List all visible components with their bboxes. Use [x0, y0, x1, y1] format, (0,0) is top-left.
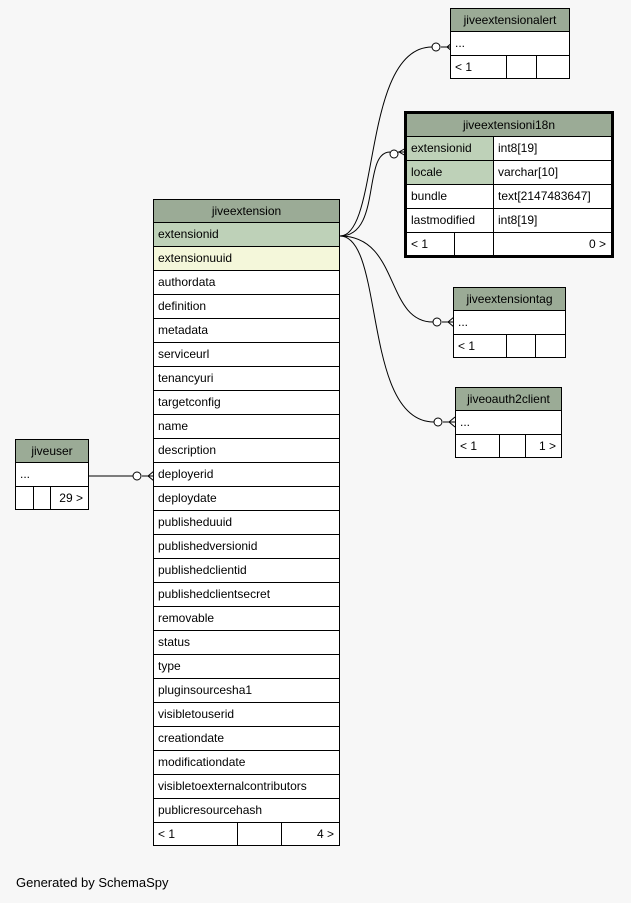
table-title: jiveoauth2client — [456, 388, 561, 411]
parents-count[interactable]: < 1 — [451, 56, 507, 78]
table-row: publisheduuid — [154, 511, 339, 535]
column-type: text[2147483647] — [498, 189, 591, 203]
relation-marker-oauth — [433, 417, 443, 427]
columns-count — [238, 823, 282, 845]
relation-line-tag — [339, 235, 434, 323]
table-row: deployerid — [154, 463, 339, 487]
table-row: name — [154, 415, 339, 439]
table-row: ... — [456, 411, 561, 435]
table-row: extensionuuid — [154, 247, 339, 271]
children-count[interactable]: 1 > — [538, 439, 556, 453]
table-jiveextensionalert[interactable]: jiveextensionalert ... < 1 — [450, 8, 570, 79]
table-row: ... — [454, 311, 565, 335]
table-row: modificationdate — [154, 751, 339, 775]
table-title: jiveextension — [154, 200, 339, 223]
table-row: creationdate — [154, 727, 339, 751]
table-row: extensionid — [154, 223, 339, 247]
table-row: serviceurl — [154, 343, 339, 367]
table-jiveextensiontag[interactable]: jiveextensiontag ... < 1 — [453, 287, 566, 358]
relation-marker-user — [132, 471, 142, 481]
relation-marker-tag — [432, 317, 442, 327]
table-row: ... — [451, 32, 569, 56]
table-footer: < 1 — [454, 335, 565, 357]
table-jiveextension[interactable]: jiveextension extensionid extensionuuid … — [153, 199, 340, 846]
table-row: visibletoexternalcontributors — [154, 775, 339, 799]
table-row: pluginsourcesha1 — [154, 679, 339, 703]
table-row: publishedclientsecret — [154, 583, 339, 607]
children-count[interactable] — [536, 335, 565, 357]
columns-count — [507, 335, 536, 357]
table-footer: < 1 4 > — [154, 823, 339, 845]
table-row: lastmodified int8[19] — [407, 209, 611, 233]
table-row: publishedclientid — [154, 559, 339, 583]
table-footer: < 1 — [451, 56, 569, 78]
column-type: int8[19] — [498, 213, 538, 227]
column-name: extensionid — [407, 137, 494, 160]
parents-count[interactable]: < 1 — [456, 435, 500, 457]
table-title: jiveextensioni18n — [407, 114, 611, 137]
columns-count — [34, 487, 51, 509]
column-type: varchar[10] — [498, 165, 559, 179]
relation-line-oauth — [339, 235, 435, 423]
table-jiveoauth2client[interactable]: jiveoauth2client ... < 1 1 > — [455, 387, 562, 458]
table-row: ... — [16, 463, 88, 487]
table-row: removable — [154, 607, 339, 631]
parents-count[interactable]: < 1 — [407, 233, 455, 255]
table-title: jiveuser — [16, 440, 88, 463]
table-jiveuser[interactable]: jiveuser ... 29 > — [15, 439, 89, 510]
relation-marker-i18n — [389, 149, 399, 159]
relation-marker-alert — [431, 42, 441, 52]
children-count[interactable]: 0 > — [588, 237, 606, 251]
table-footer: 29 > — [16, 487, 88, 509]
parents-count[interactable]: < 1 — [454, 335, 507, 357]
relation-line-alert — [339, 46, 433, 237]
generated-by-text: Generated by SchemaSpy — [16, 875, 169, 890]
table-row: locale varchar[10] — [407, 161, 611, 185]
table-row: publishedversionid — [154, 535, 339, 559]
columns-count — [507, 56, 537, 78]
table-row: deploydate — [154, 487, 339, 511]
children-count[interactable] — [537, 56, 569, 78]
table-row: description — [154, 439, 339, 463]
table-row: publicresourcehash — [154, 799, 339, 823]
table-row: type — [154, 655, 339, 679]
table-row: status — [154, 631, 339, 655]
columns-count — [455, 233, 494, 255]
relation-line-i18n — [339, 151, 391, 237]
table-footer: < 1 0 > — [407, 233, 611, 255]
table-title: jiveextensiontag — [454, 288, 565, 311]
table-title: jiveextensionalert — [451, 9, 569, 32]
table-row: tenancyuri — [154, 367, 339, 391]
table-row: visibletouserid — [154, 703, 339, 727]
table-row: authordata — [154, 271, 339, 295]
parents-count — [16, 487, 34, 509]
table-row: bundle text[2147483647] — [407, 185, 611, 209]
column-type: int8[19] — [498, 141, 538, 155]
table-row: targetconfig — [154, 391, 339, 415]
table-row: definition — [154, 295, 339, 319]
table-footer: < 1 1 > — [456, 435, 561, 457]
column-name: locale — [407, 161, 494, 184]
table-jiveextensioni18n[interactable]: jiveextensioni18n extensionid int8[19] l… — [404, 111, 614, 258]
table-row: metadata — [154, 319, 339, 343]
columns-count — [500, 435, 526, 457]
column-name: bundle — [407, 185, 494, 208]
children-count[interactable]: 4 > — [316, 827, 334, 841]
column-name: lastmodified — [407, 209, 494, 232]
parents-count[interactable]: < 1 — [154, 823, 238, 845]
table-row: extensionid int8[19] — [407, 137, 611, 161]
children-count[interactable]: 29 > — [59, 491, 83, 505]
